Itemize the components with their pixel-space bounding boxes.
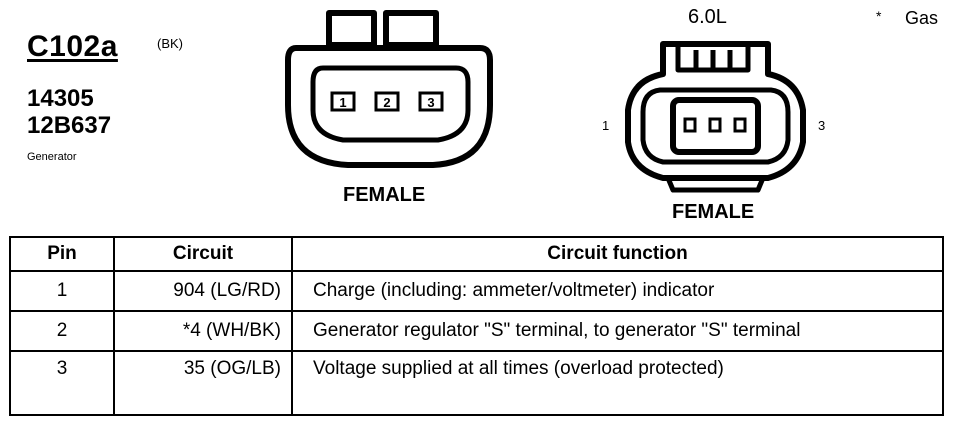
pin-cell: 3 — [9, 349, 115, 417]
side-pin-right: 3 — [818, 118, 826, 133]
pin-cell: 2 — [9, 309, 115, 352]
side-pin-left: 1 — [602, 118, 610, 133]
function-cell: Charge (including: ammeter/voltmeter) in… — [291, 270, 944, 312]
circuit-cell: 904 (LG/RD) — [113, 270, 293, 312]
header-pin: Pin — [9, 236, 115, 272]
pin-label-1: 1 — [339, 95, 346, 110]
connector-face-left: 1 2 3 — [285, 10, 493, 168]
pin-label-3: 3 — [427, 95, 434, 110]
part-number-1: 14305 — [27, 85, 94, 112]
color-code: (BK) — [157, 36, 183, 51]
pin-cavity-row-right — [683, 117, 747, 133]
header-function: Circuit function — [291, 236, 944, 272]
function-cell: Voltage supplied at all times (overload … — [291, 349, 944, 417]
gender-label-right: FEMALE — [672, 201, 755, 223]
connector-id: C102a — [27, 30, 118, 63]
table-row: 1 904 (LG/RD) Charge (including: ammeter… — [9, 270, 944, 312]
pin-label-2: 2 — [383, 95, 390, 110]
function-cell: Generator regulator "S" terminal, to gen… — [291, 309, 944, 352]
circuit-cell: 35 (OG/LB) — [113, 349, 293, 417]
note-mark: * — [876, 8, 882, 24]
component-name: Generator — [27, 151, 77, 163]
pin-cell: 1 — [9, 270, 115, 312]
pinout-table: Pin Circuit Circuit function 1 904 (LG/R… — [9, 236, 944, 417]
table-row: 3 35 (OG/LB) Voltage supplied at all tim… — [9, 349, 944, 417]
part-number-2: 12B637 — [27, 112, 112, 139]
connector-face-right — [625, 41, 806, 193]
engine-label: 6.0L — [688, 6, 727, 28]
header-circuit: Circuit — [113, 236, 293, 272]
gender-label-left: FEMALE — [343, 184, 426, 206]
circuit-cell: *4 (WH/BK) — [113, 309, 293, 352]
table-row: 2 *4 (WH/BK) Generator regulator "S" ter… — [9, 309, 944, 352]
pin-cavity-row: 1 2 3 — [330, 91, 444, 112]
note-label: Gas — [905, 8, 939, 28]
table-header-row: Pin Circuit Circuit function — [9, 236, 944, 272]
